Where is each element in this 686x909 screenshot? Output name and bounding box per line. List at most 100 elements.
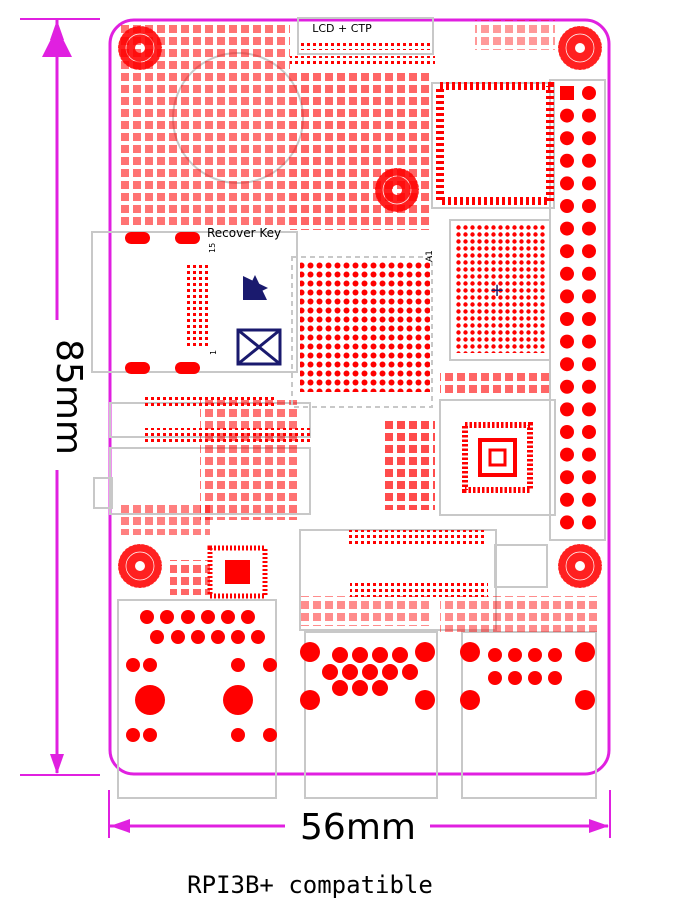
- connector-pad: [143, 728, 157, 742]
- header-pin: [582, 402, 596, 417]
- header-pin: [560, 357, 574, 372]
- connector-pad: [322, 664, 338, 680]
- connector-pad: [372, 647, 388, 663]
- mounting-hole-top-right: [557, 25, 603, 71]
- connector-pad: [332, 680, 348, 696]
- lcd-ctp-connector: LCD + CTP: [290, 22, 435, 66]
- connector-pad: [263, 728, 277, 742]
- width-label: 56mm: [300, 807, 416, 848]
- connector-pad: [150, 630, 164, 644]
- header-pin: [582, 199, 596, 213]
- connector-pad: [460, 642, 480, 662]
- caption: RPI3B+ compatible: [187, 871, 433, 899]
- connector-pad: [508, 648, 522, 662]
- header-pin: [582, 379, 596, 394]
- header-pin: [582, 470, 596, 485]
- connector-pad: [140, 610, 154, 624]
- connector-pad: [488, 671, 502, 685]
- connector-pad: [528, 671, 542, 685]
- height-dimension: 85mm: [20, 18, 100, 776]
- header-pin: [582, 221, 596, 236]
- lcd-ctp-label: LCD + CTP: [312, 22, 372, 35]
- connector-pad: [263, 658, 277, 672]
- connector-pad: [221, 610, 235, 624]
- connector-pad: [191, 630, 205, 644]
- connector-pad: [300, 642, 320, 662]
- header-pin: [560, 289, 574, 304]
- header-pin: [560, 266, 574, 281]
- fpc-connectors: [145, 262, 488, 597]
- connector-pad: [201, 610, 215, 624]
- connector-pad: [300, 690, 320, 710]
- connector-pad: [251, 630, 265, 644]
- header-pin: [582, 131, 596, 146]
- header-pin: [560, 312, 574, 326]
- connector-pad: [372, 680, 388, 696]
- header-pin: [560, 379, 574, 394]
- connector-pad: [231, 728, 245, 742]
- gpio-header: [560, 86, 596, 100]
- header-pin: [582, 108, 596, 123]
- header-pin: [560, 221, 574, 236]
- header-pin: [582, 312, 596, 326]
- gpio-header-pins: [560, 108, 596, 530]
- connector-pad: [548, 648, 562, 662]
- header-pin: [560, 425, 574, 439]
- connector-pad: [460, 690, 480, 710]
- svg-text:+: +: [489, 280, 504, 301]
- connector-pad: [382, 664, 398, 680]
- header-pin: [582, 266, 596, 281]
- height-label: 85mm: [48, 339, 89, 455]
- header-pin: [560, 334, 574, 349]
- header-pin: [560, 470, 574, 485]
- connector-pad: [241, 610, 255, 624]
- header-pin: [582, 176, 596, 191]
- pin-15-label: 15: [208, 243, 217, 253]
- connector-pad: [126, 728, 140, 742]
- a1-label: A1: [425, 250, 435, 262]
- header-pin: [582, 334, 596, 349]
- connector-pad: [160, 610, 174, 624]
- header-pin: [560, 153, 574, 168]
- connector-pad: [392, 647, 408, 663]
- connector-pad: [352, 680, 368, 696]
- header-pin: [582, 357, 596, 372]
- memory-bga: +: [436, 82, 554, 353]
- connector-pad: [402, 664, 418, 680]
- ethernet-phy: [462, 422, 533, 493]
- connector-pad: [575, 690, 595, 710]
- recover-key-area: Recover Key 15 1: [125, 226, 282, 374]
- header-pin: [560, 492, 574, 507]
- header-pin: [582, 289, 596, 304]
- connector-pad: [231, 630, 245, 644]
- connector-pad: [143, 658, 157, 672]
- connector-pad: [231, 658, 245, 672]
- connector-pad: [415, 690, 435, 710]
- connector-pad: [575, 642, 595, 662]
- connector-pad: [528, 648, 542, 662]
- header-pin: [560, 402, 574, 417]
- connector-pad: [362, 664, 378, 680]
- recover-key-label: Recover Key: [207, 226, 281, 240]
- pin-1-label: 1: [209, 350, 218, 355]
- connector-pad: [415, 642, 435, 662]
- header-pin: [560, 515, 574, 530]
- header-pin: [582, 425, 596, 439]
- soc-bga: A1: [291, 250, 435, 408]
- header-pin: [582, 447, 596, 462]
- width-dimension: 56mm: [108, 790, 611, 848]
- connector-pad: [211, 630, 225, 644]
- mounting-hole-bottom-right: [557, 543, 603, 589]
- board-outline: [108, 18, 611, 776]
- header-pin: [582, 244, 596, 259]
- connector-pad: [223, 685, 253, 715]
- connector-pad: [126, 658, 140, 672]
- connector-pad: [488, 648, 502, 662]
- connector-pad: [332, 647, 348, 663]
- qfn-chip: [207, 545, 268, 599]
- header-pin: [560, 447, 574, 462]
- connector-pad: [548, 671, 562, 685]
- header-pin: [582, 153, 596, 168]
- header-pin: [560, 244, 574, 259]
- connector-pads: [126, 610, 595, 742]
